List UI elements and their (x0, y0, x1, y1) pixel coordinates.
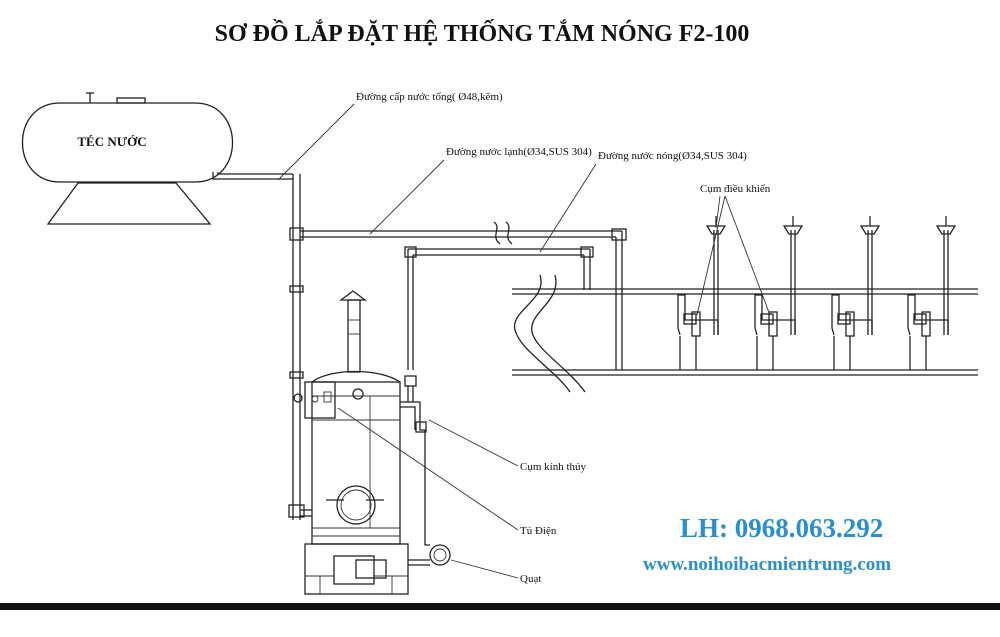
sight-glass-label: Cụm kính thủy (520, 461, 587, 473)
fan-label: Quạt (520, 573, 541, 585)
cold-line-label: Đường nước lạnh(Ø34,SUS 304) (446, 146, 592, 158)
contact-phone: LH: 0968.063.292 (680, 513, 883, 543)
diagram-title: SƠ ĐỒ LẮP ĐẶT HỆ THỐNG TẮM NÓNG F2-100 (215, 20, 750, 47)
contact-website[interactable]: www.noihoibacmientrung.com (643, 554, 891, 575)
shower-units (677, 216, 957, 370)
leader-lines (277, 103, 771, 579)
hot-line-label: Đường nước nóng(Ø34,SUS 304) (598, 150, 747, 162)
tank-label: TÉC NƯỚC (77, 134, 146, 149)
ground-line (0, 603, 1000, 610)
shower-unit (907, 216, 957, 370)
cold-water-pipe (300, 221, 627, 370)
boiler (304, 290, 430, 595)
electrical-cabinet-label: Tủ Điện (520, 525, 557, 537)
water-tank: TÉC NƯỚC (21, 92, 234, 225)
fan (408, 544, 451, 566)
main-supply-label: Đường cấp nước tổng( Ø48,kẽm) (356, 91, 503, 103)
control-unit-label: Cụm điều khiển (700, 183, 771, 195)
distribution-rails (512, 274, 978, 393)
hot-water-pipe (404, 246, 594, 387)
shower-unit (677, 216, 727, 370)
main-supply-pipe (212, 172, 312, 520)
shower-unit (831, 216, 881, 370)
